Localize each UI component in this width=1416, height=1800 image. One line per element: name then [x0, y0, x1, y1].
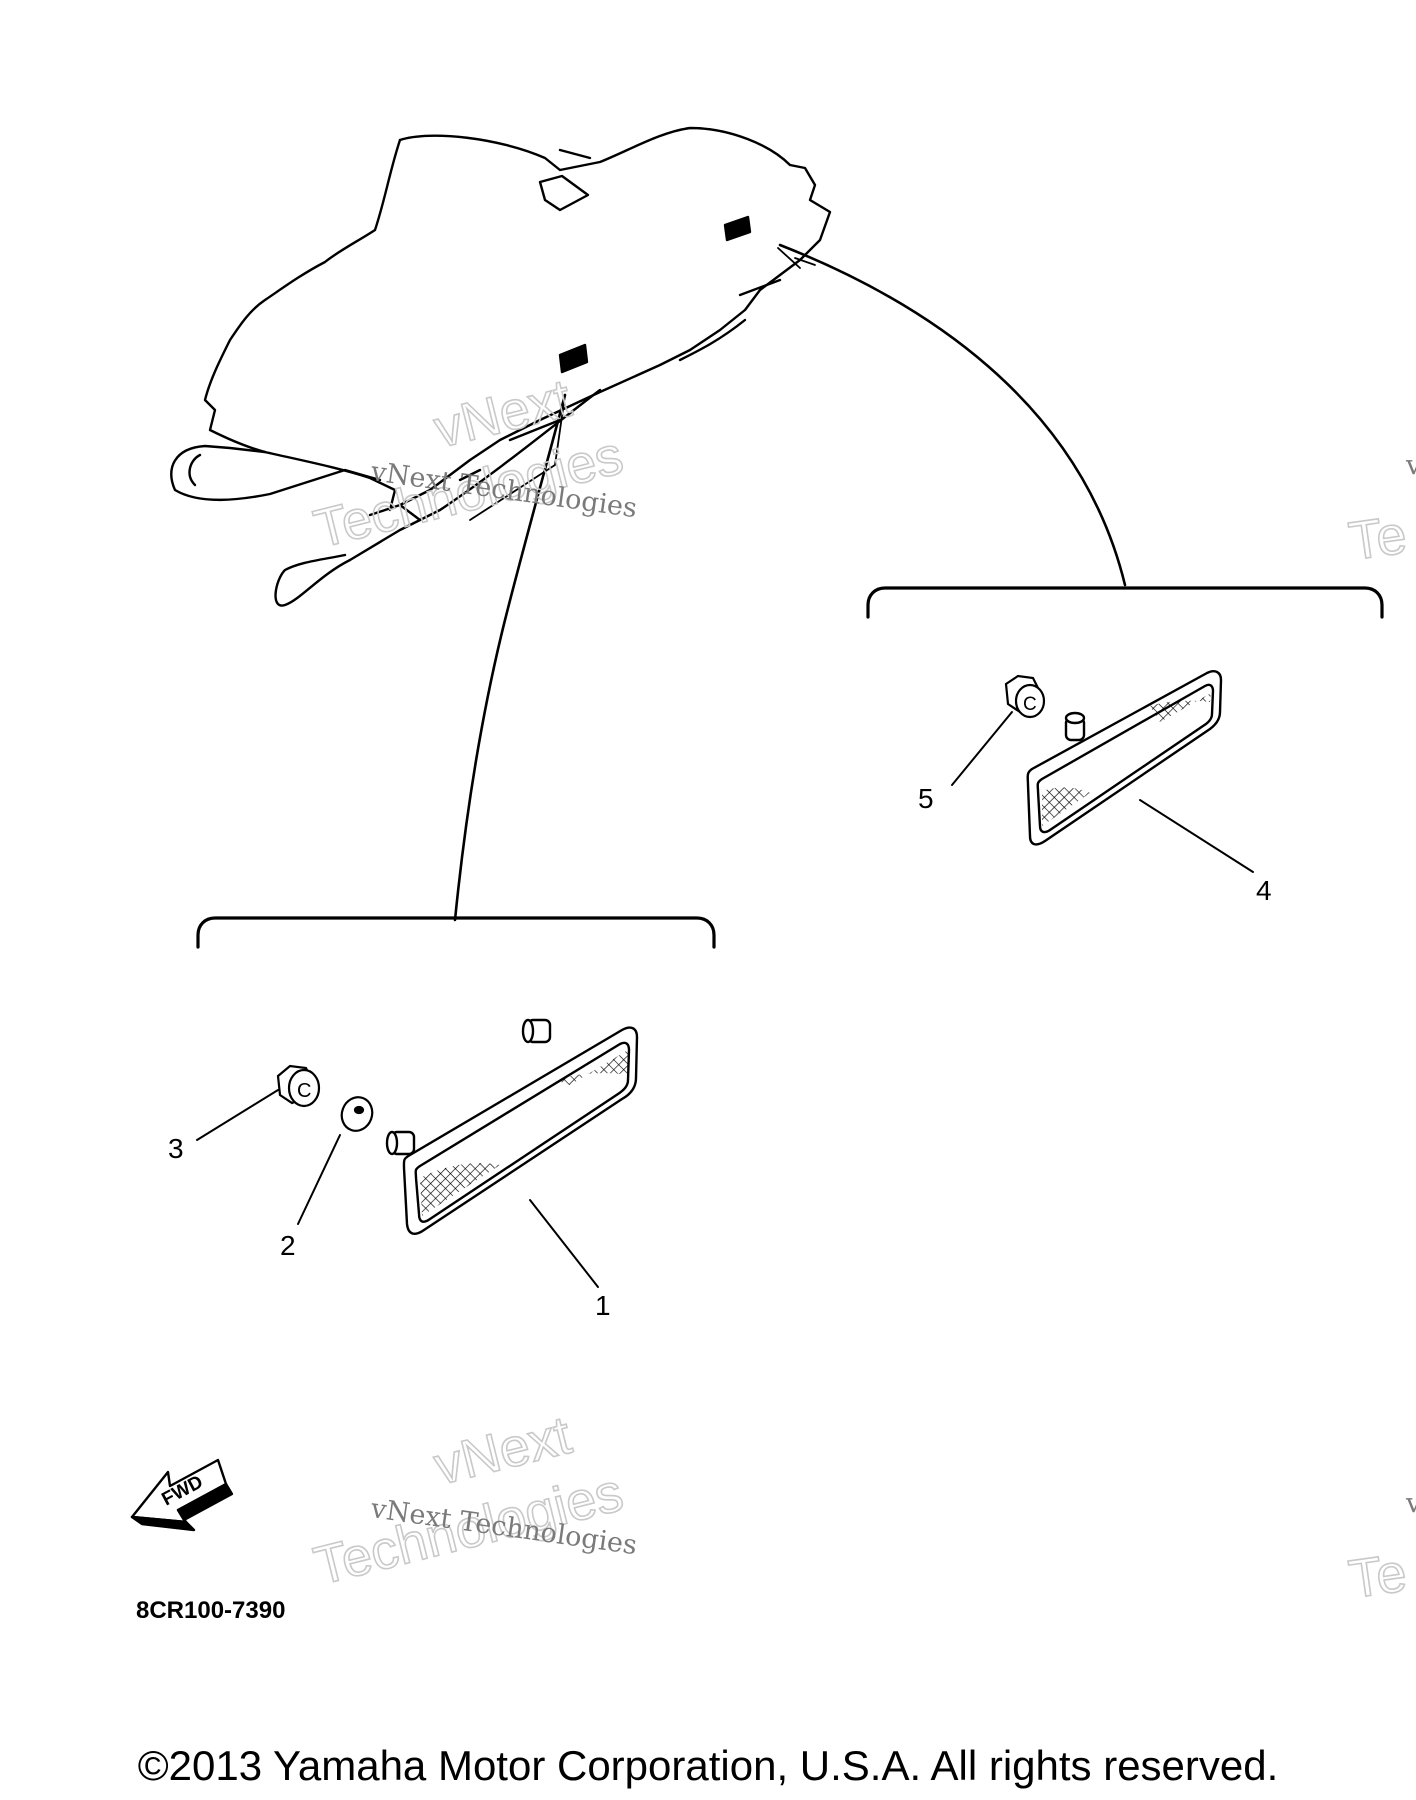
- nut-lower: C: [276, 1064, 321, 1108]
- copyright-notice: ©2013 Yamaha Motor Corporation, U.S.A. A…: [137, 1742, 1279, 1789]
- watermark-edge-upper-small: v: [1405, 450, 1416, 481]
- nut-lower-letter: C: [297, 1080, 311, 1102]
- watermark-edge-upper-big: Te: [1345, 505, 1410, 572]
- washer-lower: [340, 1096, 374, 1132]
- part-code: 8CR100-7390: [136, 1597, 285, 1624]
- callout-labels: 1 2 3 4 5: [168, 783, 1272, 1321]
- lower-group-bracket: [196, 916, 716, 949]
- leader-to-upper-group: [778, 243, 1127, 587]
- reflector-upper: [1026, 670, 1223, 846]
- reflector-lower: [385, 1018, 639, 1236]
- leader-to-lower-group: [453, 393, 567, 922]
- callout-3: 3: [168, 1133, 184, 1164]
- forward-arrow-icon: FWD: [130, 1458, 234, 1532]
- group-brackets: [196, 586, 1384, 949]
- nut-upper: C: [1004, 674, 1046, 719]
- watermark-edge-lower-big: Te: [1345, 1543, 1410, 1610]
- callout-2: 2: [280, 1230, 296, 1261]
- watermark-lower: vNext Technologies vNext Technologies: [308, 1404, 639, 1597]
- callout-4: 4: [1256, 875, 1272, 906]
- upper-group-bracket: [866, 586, 1384, 619]
- snowmobile-illustration: [170, 126, 832, 607]
- watermark-edge: v Te v Te: [1345, 450, 1416, 1611]
- callout-5: 5: [918, 783, 934, 814]
- watermark-edge-lower-small: v: [1405, 1488, 1416, 1519]
- callout-leaders: [196, 711, 1254, 1288]
- nut-upper-letter: C: [1023, 694, 1037, 715]
- leader-lines: [453, 243, 1127, 922]
- callout-1: 1: [595, 1290, 611, 1321]
